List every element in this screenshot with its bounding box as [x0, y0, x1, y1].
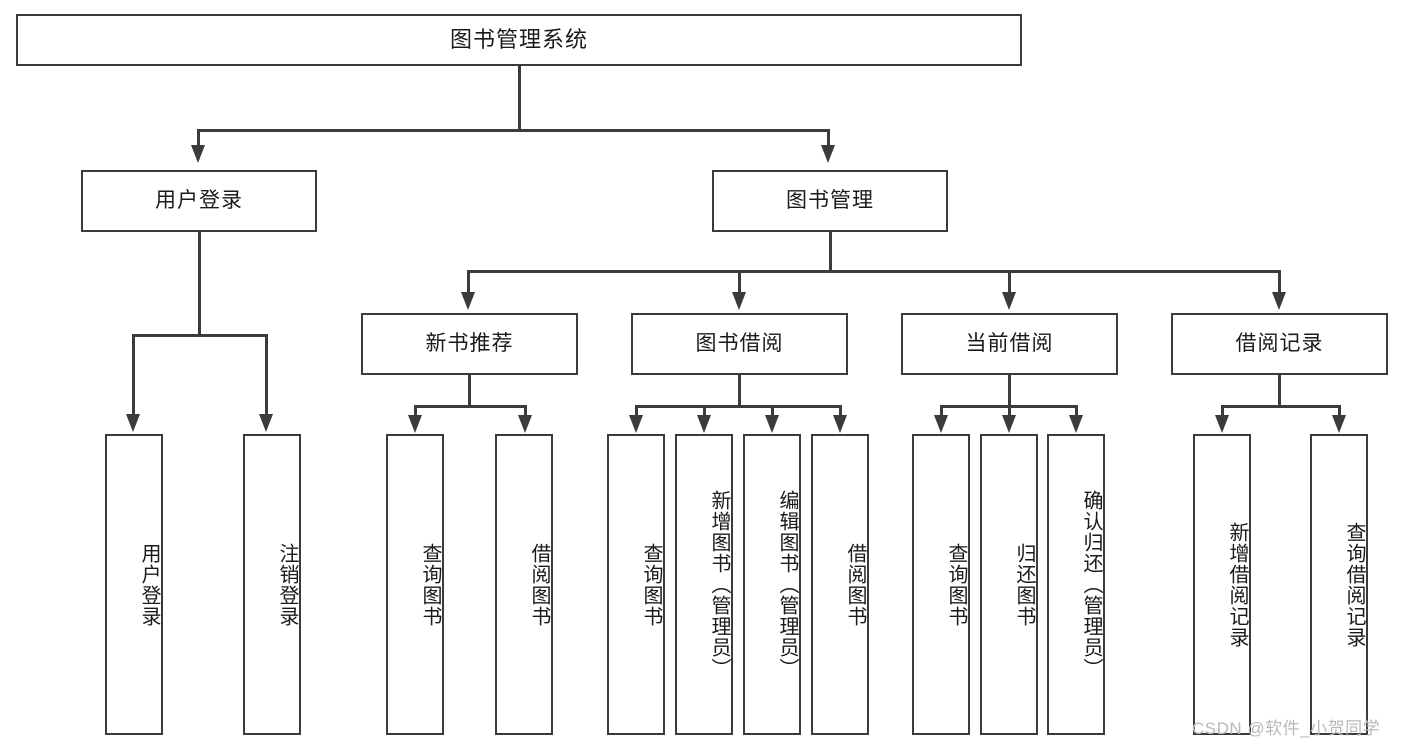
node-label: 借阅记录 — [1235, 332, 1324, 356]
arrow-root-to-user-login — [191, 145, 205, 163]
connector-current-borrow-stem — [1008, 375, 1011, 407]
node-label: 用户登录 — [155, 189, 243, 213]
connector-book-manage-to-current-borrow — [1008, 270, 1011, 294]
node-new-book-recommend[interactable]: 新书推荐 — [361, 313, 578, 375]
node-label: 确认归还（管理员） — [1080, 490, 1102, 679]
connector-book-manage-bus — [467, 270, 1281, 273]
node-leaf-user-login[interactable]: 用户登录 — [105, 434, 163, 735]
connector-user-login-bus — [132, 334, 268, 337]
connector-current-borrow-to-leaf-2 — [1008, 405, 1011, 417]
node-label: 图书管理 — [786, 189, 874, 213]
node-current-borrow[interactable]: 当前借阅 — [901, 313, 1118, 375]
connector-borrow-record-bus — [1221, 405, 1341, 408]
node-leaf-query-book-3[interactable]: 查询图书 — [912, 434, 970, 735]
arrow-book-manage-to-current-borrow — [1002, 292, 1016, 310]
connector-book-borrow-bus — [635, 405, 842, 408]
connector-root-to-book-manage — [827, 129, 830, 147]
node-borrow-record[interactable]: 借阅记录 — [1171, 313, 1388, 375]
connector-book-borrow-stem — [738, 375, 741, 407]
node-label: 新增图书（管理员） — [708, 490, 730, 679]
node-label: 查询借阅记录 — [1343, 521, 1365, 648]
node-book-borrow[interactable]: 图书借阅 — [631, 313, 848, 375]
connector-current-borrow-to-leaf-3 — [1075, 405, 1078, 417]
node-leaf-edit-book[interactable]: 编辑图书（管理员） — [743, 434, 801, 735]
arrow-user-login-to-leaf-2 — [259, 414, 273, 432]
arrow-book-manage-to-borrow-record — [1272, 292, 1286, 310]
node-leaf-add-record[interactable]: 新增借阅记录 — [1193, 434, 1251, 735]
connector-root-bus — [197, 129, 830, 132]
connector-book-manage-to-borrow-record — [1278, 270, 1281, 294]
connector-book-manage-stem — [829, 232, 832, 272]
node-label: 图书借阅 — [695, 332, 784, 356]
node-label: 用户登录 — [138, 542, 160, 627]
connector-borrow-record-to-leaf-2 — [1338, 405, 1341, 417]
connector-new-book-to-leaf-2 — [524, 405, 527, 417]
node-label: 查询图书 — [640, 542, 662, 627]
node-label: 查询图书 — [419, 542, 441, 627]
node-leaf-add-book[interactable]: 新增图书（管理员） — [675, 434, 733, 735]
node-leaf-borrow-book-1[interactable]: 借阅图书 — [495, 434, 553, 735]
node-label: 注销登录 — [276, 542, 298, 627]
connector-borrow-record-stem — [1278, 375, 1281, 407]
node-label: 借阅图书 — [528, 542, 550, 627]
node-leaf-logout-login[interactable]: 注销登录 — [243, 434, 301, 735]
connector-new-book-bus — [414, 405, 527, 408]
arrow-borrow-record-to-leaf-2 — [1332, 415, 1346, 433]
node-leaf-return-book[interactable]: 归还图书 — [980, 434, 1038, 735]
arrow-book-borrow-to-leaf-3 — [765, 415, 779, 433]
arrow-current-borrow-to-leaf-2 — [1002, 415, 1016, 433]
node-label: 图书管理系统 — [449, 26, 588, 52]
connector-root-stem — [518, 66, 521, 131]
connector-book-borrow-to-leaf-4 — [839, 405, 842, 417]
node-label: 新增借阅记录 — [1226, 521, 1248, 648]
connector-book-borrow-to-leaf-2 — [703, 405, 706, 417]
arrow-user-login-to-leaf-1 — [126, 414, 140, 432]
node-label: 当前借阅 — [965, 332, 1054, 356]
node-leaf-query-book-1[interactable]: 查询图书 — [386, 434, 444, 735]
node-user-login[interactable]: 用户登录 — [81, 170, 317, 232]
arrow-book-manage-to-new-book — [461, 292, 475, 310]
connector-user-login-stem — [198, 232, 201, 336]
arrow-borrow-record-to-leaf-1 — [1215, 415, 1229, 433]
arrow-root-to-book-manage — [821, 145, 835, 163]
node-label: 查询图书 — [945, 542, 967, 627]
node-leaf-confirm-return[interactable]: 确认归还（管理员） — [1047, 434, 1105, 735]
connector-new-book-stem — [468, 375, 471, 407]
connector-user-login-to-leaf-1 — [132, 334, 135, 416]
arrow-book-manage-to-book-borrow — [732, 292, 746, 310]
node-label: 归还图书 — [1013, 542, 1035, 627]
csdn-watermark: CSDN @软件_小贺同学 — [1192, 719, 1381, 738]
node-book-manage[interactable]: 图书管理 — [712, 170, 948, 232]
node-leaf-query-record[interactable]: 查询借阅记录 — [1310, 434, 1368, 735]
node-leaf-query-book-2[interactable]: 查询图书 — [607, 434, 665, 735]
connector-current-borrow-to-leaf-1 — [940, 405, 943, 417]
node-leaf-borrow-book-2[interactable]: 借阅图书 — [811, 434, 869, 735]
connector-book-borrow-to-leaf-3 — [771, 405, 774, 417]
arrow-current-borrow-to-leaf-1 — [934, 415, 948, 433]
connector-book-borrow-to-leaf-1 — [635, 405, 638, 417]
connector-user-login-to-leaf-2 — [265, 334, 268, 416]
node-label: 新书推荐 — [425, 332, 514, 356]
arrow-book-borrow-to-leaf-4 — [833, 415, 847, 433]
node-label: 编辑图书（管理员） — [776, 490, 798, 679]
arrow-new-book-to-leaf-2 — [518, 415, 532, 433]
connector-book-manage-to-new-book — [467, 270, 470, 294]
arrow-current-borrow-to-leaf-3 — [1069, 415, 1083, 433]
arrow-book-borrow-to-leaf-1 — [629, 415, 643, 433]
node-label: 借阅图书 — [844, 542, 866, 627]
connector-new-book-to-leaf-1 — [414, 405, 417, 417]
node-root-book-management-system[interactable]: 图书管理系统 — [16, 14, 1022, 66]
arrow-new-book-to-leaf-1 — [408, 415, 422, 433]
connector-root-to-user-login — [197, 129, 200, 147]
connector-borrow-record-to-leaf-1 — [1221, 405, 1224, 417]
connector-book-manage-to-book-borrow — [738, 270, 741, 294]
arrow-book-borrow-to-leaf-2 — [697, 415, 711, 433]
